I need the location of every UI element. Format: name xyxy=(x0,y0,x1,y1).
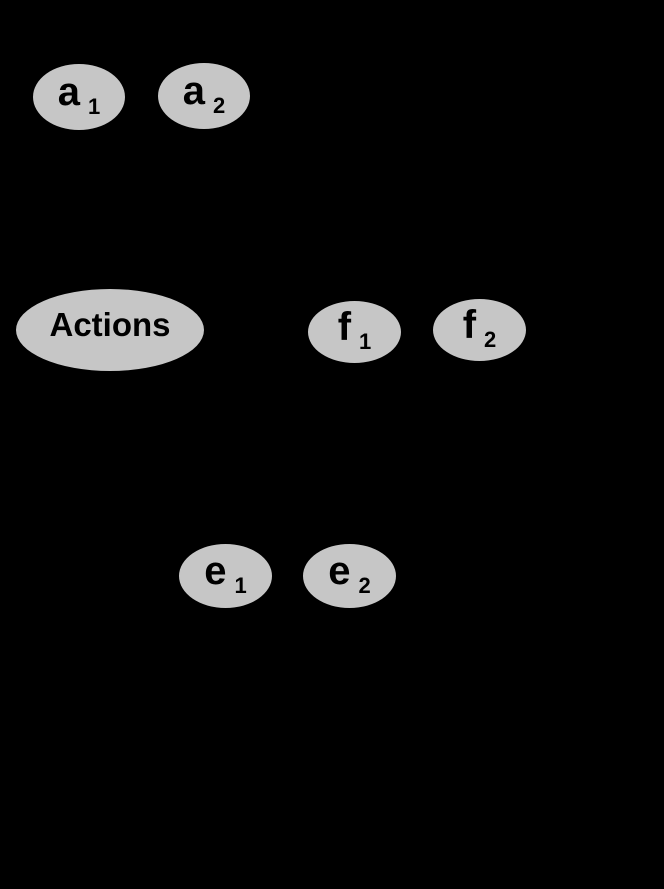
node-subscript: 2 xyxy=(358,573,371,598)
node-actions: Actions xyxy=(15,288,205,372)
node-subscript: 2 xyxy=(484,327,497,352)
node-subscript: 2 xyxy=(213,93,226,118)
node-subscript: 1 xyxy=(234,573,247,598)
node-subscript: 1 xyxy=(359,329,372,354)
node-label-text: f xyxy=(462,303,477,347)
node-label-text: a xyxy=(57,70,80,114)
node-label-text: f xyxy=(337,305,352,349)
node-subscript: 1 xyxy=(88,94,101,119)
node-label: Actions xyxy=(49,308,170,349)
node-label-text: e xyxy=(328,549,351,593)
node-label-text: a xyxy=(182,69,205,113)
node-label-text: Actions xyxy=(49,305,171,343)
node-label-text: e xyxy=(204,549,227,593)
